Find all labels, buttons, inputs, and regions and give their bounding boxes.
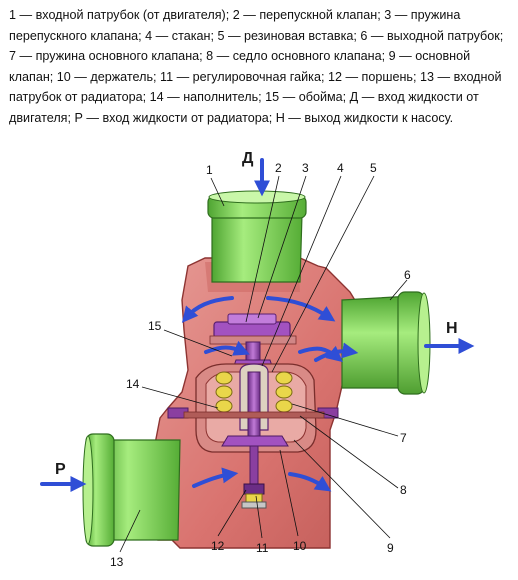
inlet-pipe-radiator: [82, 433, 181, 547]
part-number-11: 11: [256, 541, 269, 555]
caption-line: клапан; 10 — держатель; 11 — регулировоч…: [9, 69, 502, 84]
flow-label-engine-in: Д: [242, 150, 254, 167]
part-number-7: 7: [400, 431, 407, 445]
inlet-pipe-engine: [207, 190, 307, 283]
flow-label-radiator-in: Р: [55, 461, 66, 478]
part-number-10: 10: [293, 539, 307, 553]
part-number-3: 3: [302, 161, 309, 175]
part-number-2: 2: [275, 161, 282, 175]
caption-line: патрубок от радиатора; 14 — наполнитель;…: [9, 90, 479, 104]
flow-label-pump-out: Н: [446, 320, 458, 337]
caption-line: перепускного клапана; 4 — стакан; 5 — ре…: [9, 28, 504, 43]
caption-line: 1 — входной патрубок (от двигателя); 2 —…: [9, 8, 461, 22]
part-number-6: 6: [404, 268, 411, 282]
part-number-9: 9: [387, 541, 394, 555]
bypass-valve: [209, 313, 297, 345]
part-number-1: 1: [206, 163, 213, 177]
part-number-5: 5: [370, 161, 377, 175]
part-number-14: 14: [126, 377, 140, 391]
caption-line: 7 — пружина основного клапана; 8 — седло…: [9, 49, 471, 63]
part-number-12: 12: [211, 539, 225, 553]
flow-arrows: [40, 158, 475, 492]
piston-cup: [239, 363, 269, 443]
part-number-13: 13: [110, 555, 124, 569]
part-number-4: 4: [337, 161, 344, 175]
legend-caption: 1 — входной патрубок (от двигателя); 2 —…: [9, 5, 511, 128]
main-valve-spring: [215, 371, 293, 413]
part-number-labels: 1 2 3 4 5 6 7 8 9 10 11 12 13 14 15: [110, 161, 411, 569]
adjusting-nut: [241, 445, 267, 509]
part-number-8: 8: [400, 483, 407, 497]
part-number-15: 15: [148, 319, 162, 333]
caption-line: двигателя; Р — вход жидкости от радиатор…: [9, 110, 454, 125]
outlet-pipe-pump: [341, 291, 431, 395]
leader-lines: [119, 175, 408, 553]
main-valve: [167, 407, 339, 447]
thermostat-diagram: Д Н Р 1 2 3 4 5 6 7 8 9 10 11 12 13 14 1…: [40, 150, 475, 569]
